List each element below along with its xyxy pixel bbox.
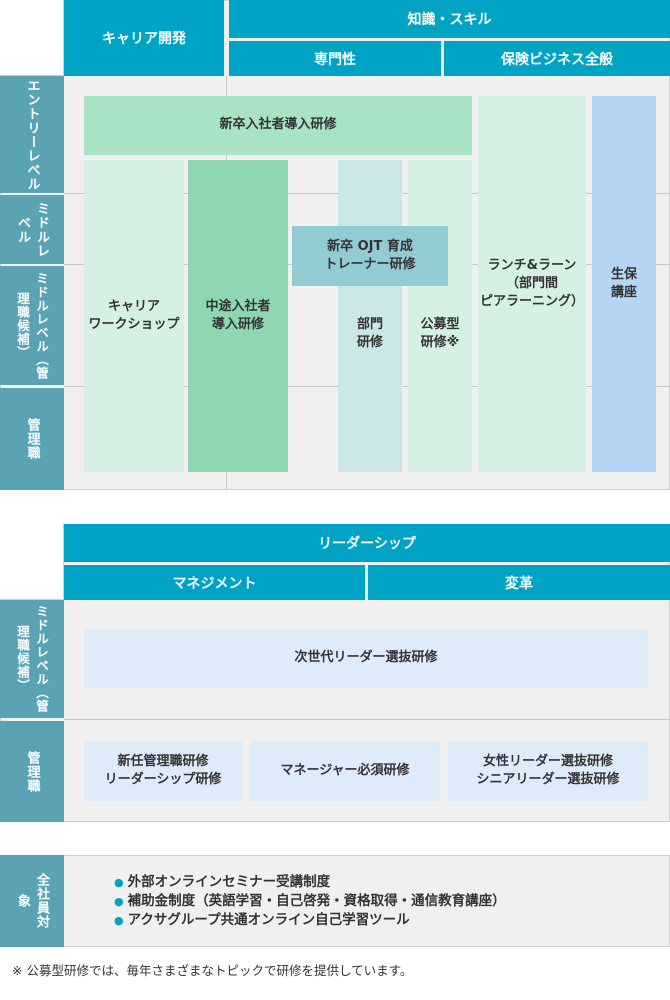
program-life-insurance: 生保 講座 [592, 96, 656, 472]
row-label-middle: ミドルレベル [0, 195, 64, 264]
header-leadership: リーダーシップ [64, 524, 670, 562]
grid-line [64, 719, 670, 720]
program-public-recruit: 公募型 研修※ [408, 160, 472, 472]
program-lunch-learn: ランチ&ラーン （部門間 ピアラーニング） [478, 96, 586, 472]
footnote: ※ 公募型研修では、毎年さまざまなトピックで研修を提供しています。 [12, 963, 413, 978]
row-label-middle-candidate-text: ミドルレベル（管理職候補） [15, 271, 49, 380]
program-women-senior: 女性リーダー選抜研修 シニアリーダー選抜研修 [448, 741, 648, 801]
list-item: アクサグループ共通オンライン自己学習ツール [114, 911, 654, 930]
row-label-all-employees: 全社員対象 [0, 855, 64, 947]
corner-blank [0, 524, 64, 600]
support-list: 外部オンラインセミナー受講制度 補助金制度（英語学習・自己啓発・資格取得・通信教… [114, 873, 654, 930]
row-label-middle-candidate: ミドルレベル（管理職候補） [0, 266, 64, 385]
program-mid-career-intro: 中途入社者 導入研修 [188, 160, 288, 472]
row-label-manager: 管理職 [0, 388, 64, 490]
program-ojt-trainer: 新卒 OJT 育成 トレーナー研修 [292, 226, 448, 286]
header-career: キャリア開発 [64, 0, 224, 76]
program-next-gen-leader: 次世代リーダー選抜研修 [84, 629, 648, 688]
header-specialty: 専門性 [229, 41, 441, 76]
row-label-manager-text: 管理職 [24, 750, 40, 793]
row-label-middle-text: ミドルレベル [15, 201, 49, 258]
header-knowledge: 知識・スキル [229, 0, 670, 38]
program-department: 部門 研修 [338, 160, 402, 472]
program-new-grad-intro: 新卒入社者導入研修 [84, 96, 472, 155]
list-item: 補助金制度（英語学習・自己啓発・資格取得・通信教育講座） [114, 892, 654, 911]
program-career-workshop: キャリア ワークショップ [84, 160, 184, 472]
row-label-entry: エントリーレベル [0, 76, 64, 193]
program-manager-required: マネージャー必須研修 [250, 741, 440, 801]
corner-blank [0, 0, 64, 76]
row-label-manager: 管理職 [0, 721, 64, 822]
header-insurance: 保険ビジネス全般 [444, 41, 670, 76]
row-label-manager-text: 管理職 [24, 418, 40, 460]
row-label-middle-candidate: ミドルレベル（管理職候補） [0, 600, 64, 718]
header-management: マネジメント [64, 565, 365, 600]
row-label-all-employees-text: 全社員対象 [15, 873, 49, 929]
header-change: 変革 [368, 565, 670, 600]
list-item: 外部オンラインセミナー受講制度 [114, 873, 654, 892]
row-label-middle-candidate-text: ミドルレベル（管理職候補） [15, 605, 49, 713]
program-new-manager: 新任管理職研修 リーダーシップ研修 [84, 741, 242, 801]
row-label-entry-text: エントリーレベル [24, 78, 40, 191]
